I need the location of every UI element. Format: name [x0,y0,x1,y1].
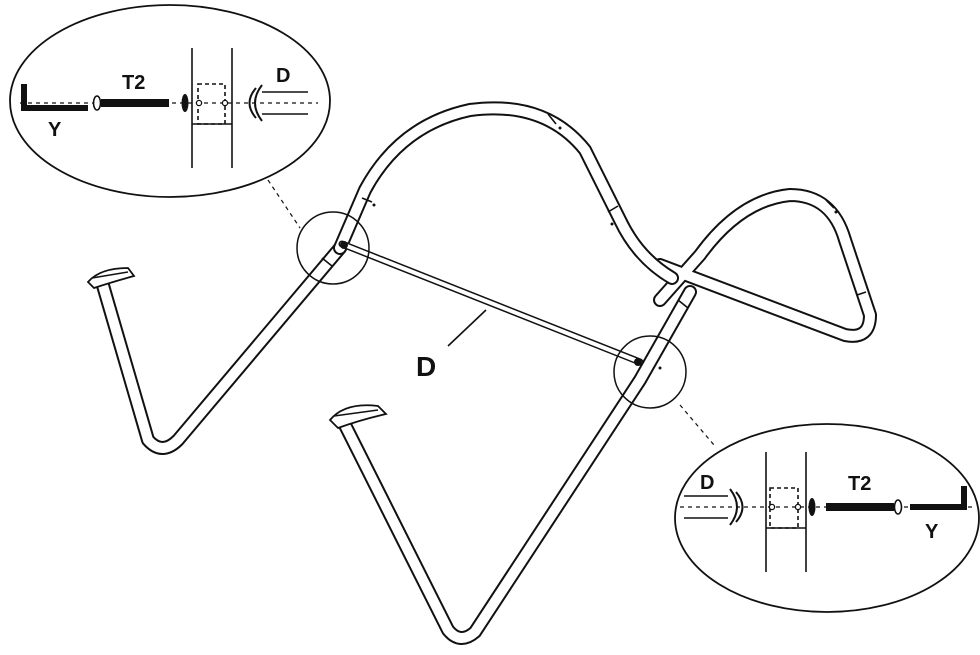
crossbar-d-leader [447,309,487,347]
frame-rear-loop [653,188,877,343]
foot-cap-left [86,267,136,290]
bolt-label-bottom: T2 [848,473,871,495]
washer-icon [181,94,189,112]
foot-cap-right [328,404,388,430]
allen-key-icon [21,84,88,111]
frame-front-right-leg [338,285,697,645]
part-label-top: D [276,65,290,87]
part-label-bottom: D [700,472,714,494]
allen-key-icon [910,486,967,510]
detail-bubble-top: Y T2 D [9,4,331,198]
joint-callout-top [296,211,370,285]
bolt-icon [826,499,903,515]
tube-joints [321,113,867,309]
frame-upper-arch [333,101,679,285]
bolt-icon [92,95,169,111]
detail-leader-top [267,179,301,229]
washer-icon [808,498,816,516]
bolt-label-top: T2 [122,72,145,94]
crossbar-d [338,240,662,370]
detail-leader-bottom [679,404,715,446]
joint-callout-bottom [613,335,687,409]
detail-bubble-bottom: D T2 Y [674,423,980,613]
allen-key-label-top: Y [48,119,62,141]
allen-key-label-bottom: Y [925,521,939,543]
frame-front-left-leg [95,241,347,455]
crossbar-label: D [416,351,436,382]
